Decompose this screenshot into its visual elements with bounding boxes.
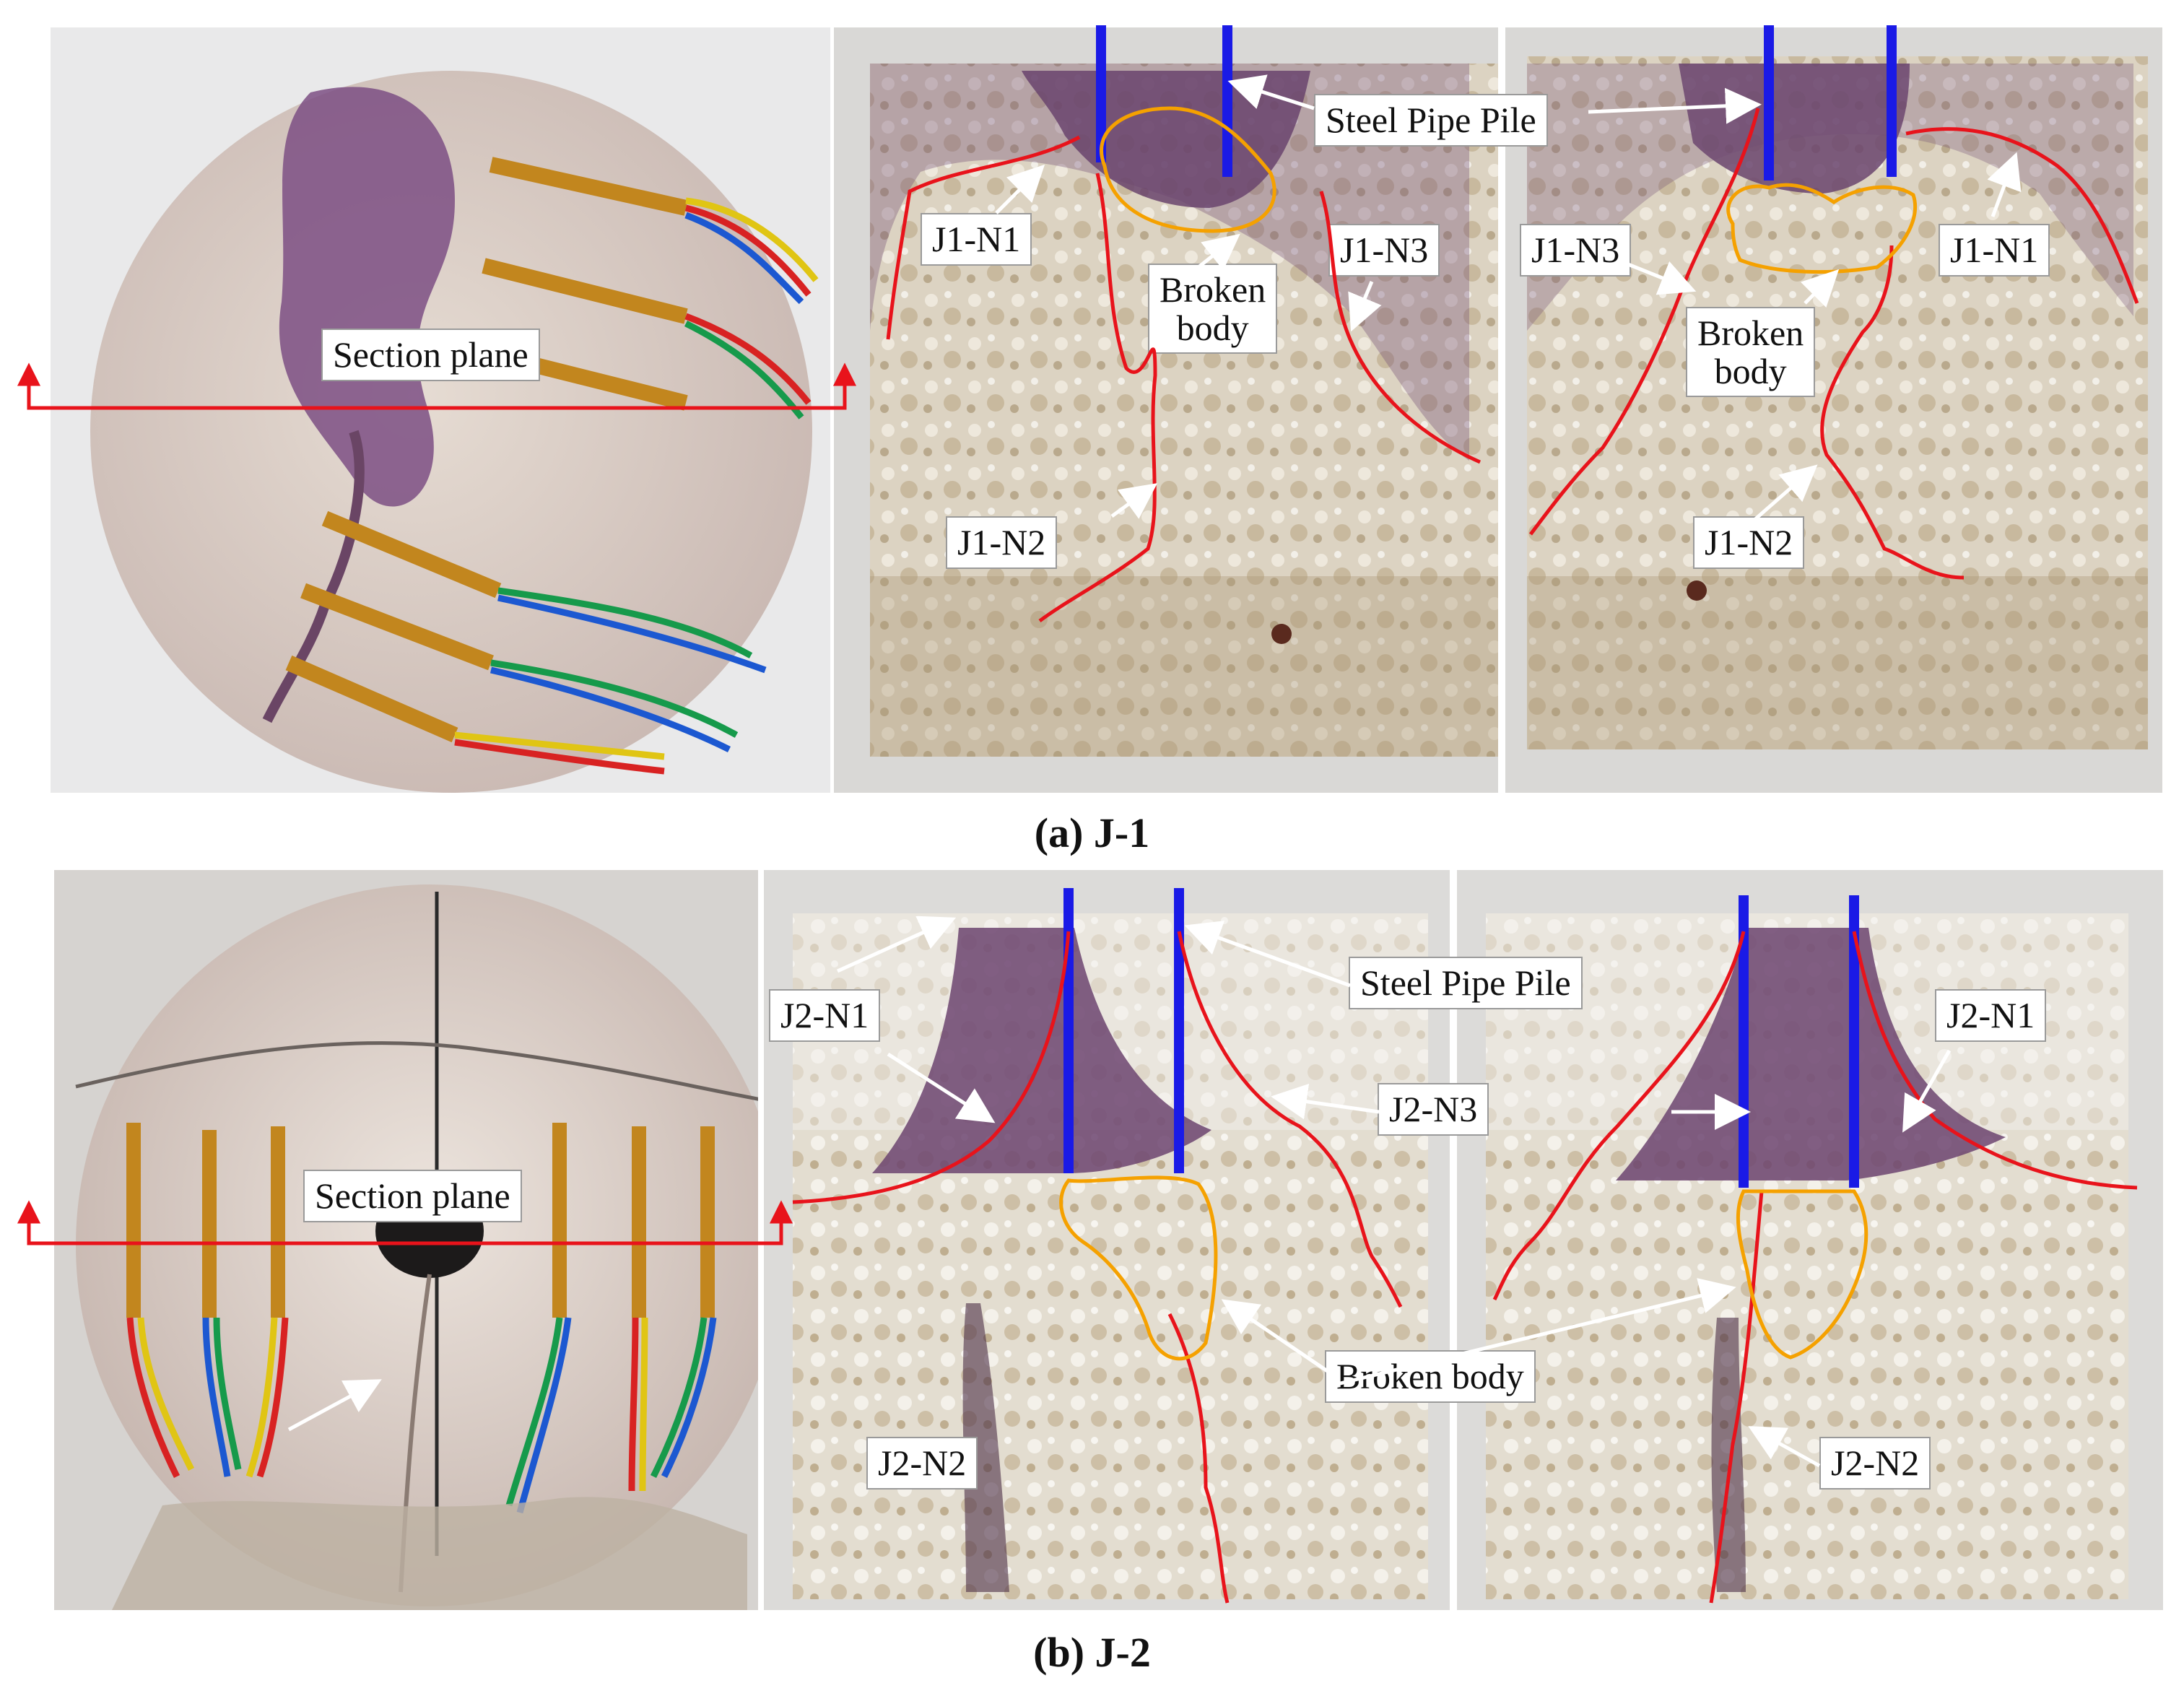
j2-top-view-photo bbox=[54, 870, 758, 1610]
j2-arrows bbox=[287, 916, 1952, 1468]
j1-n2-label-left: J1-N2 bbox=[946, 516, 1058, 569]
j1-n3-label-right: J1-N3 bbox=[1520, 224, 1632, 277]
section-plane-line-a bbox=[17, 362, 857, 410]
j1-broken-body-label-left: Broken body bbox=[1148, 264, 1278, 354]
broken-line2: body bbox=[1176, 307, 1249, 348]
j2-n3-label: J2-N3 bbox=[1378, 1083, 1489, 1136]
j2-crack-lines bbox=[792, 931, 2138, 1604]
j1-n2-label-right: J1-N2 bbox=[1693, 516, 1805, 569]
broken-line1: Broken bbox=[1160, 269, 1266, 310]
j2-steel-pipe-pile-label: Steel Pipe Pile bbox=[1349, 957, 1583, 1009]
j1-top-view-photo bbox=[51, 27, 830, 793]
caption-b: (b) J-2 bbox=[1033, 1629, 1151, 1676]
broken-line1: Broken bbox=[1697, 313, 1804, 353]
j1-steel-pipe-pile-label: Steel Pipe Pile bbox=[1314, 94, 1548, 147]
caption-a: (a) J-1 bbox=[1034, 809, 1150, 856]
j2-broken-body-outlines bbox=[1059, 1175, 1868, 1361]
j2-n1-label-left: J2-N1 bbox=[769, 989, 881, 1042]
j2-n1-label-right: J2-N1 bbox=[1935, 989, 2047, 1042]
j2-n2-label-right: J2-N2 bbox=[1819, 1437, 1931, 1490]
j1-crack-lines bbox=[886, 108, 2139, 623]
j1-n3-label-left: J1-N3 bbox=[1328, 224, 1440, 277]
j1-broken-body-label-right: Broken body bbox=[1686, 307, 1816, 397]
j1-pile-lines bbox=[1096, 25, 1897, 181]
j1-n1-label-left: J1-N1 bbox=[921, 213, 1032, 266]
j2-section-plane-label: Section plane bbox=[303, 1170, 522, 1222]
j2-pile-lines bbox=[1063, 888, 1859, 1188]
j1-n1-label-right: J1-N1 bbox=[1939, 224, 2050, 277]
j1-section-plane-label: Section plane bbox=[321, 329, 540, 381]
strain-gauges-lower bbox=[285, 510, 502, 743]
broken-line2: body bbox=[1714, 350, 1787, 391]
section-plane-line-b bbox=[17, 1200, 793, 1245]
j1-broken-body-outlines bbox=[1100, 106, 1918, 274]
j1-arrows bbox=[995, 74, 2022, 521]
j2-n2-label-left: J2-N2 bbox=[866, 1437, 978, 1490]
